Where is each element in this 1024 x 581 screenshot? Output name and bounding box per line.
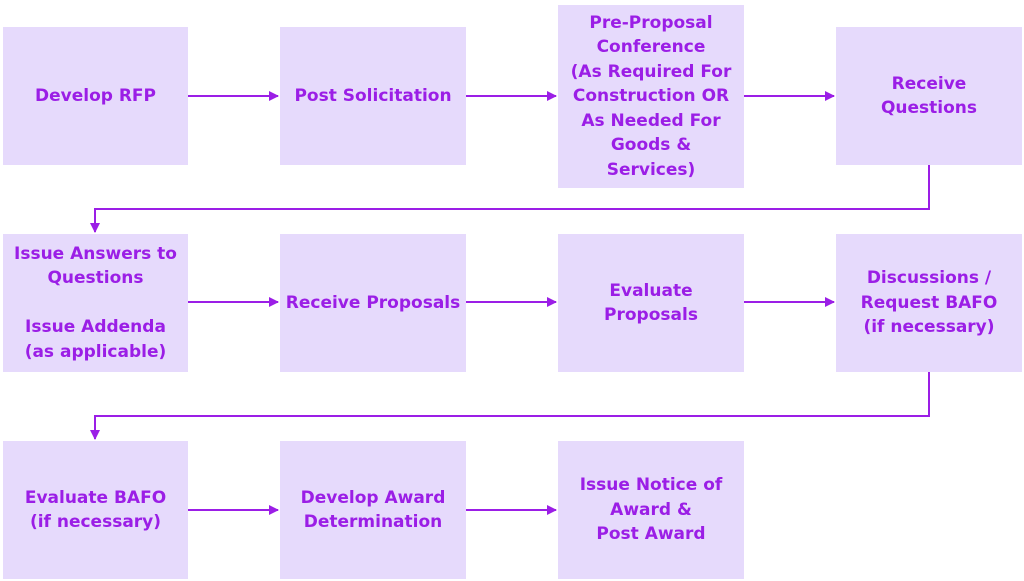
step-label: Evaluate BAFO (if necessary) [24,487,167,533]
step-label: Pre-Proposal Conference (As Required For… [570,12,732,180]
step-label: Post Solicitation [294,85,452,106]
step-evaluate-proposals: Evaluate Proposals [558,234,744,372]
step-label: Receive Proposals [285,292,461,313]
step-label: Evaluate Proposals [604,280,698,326]
step-label: Receive Questions [880,73,978,119]
step-label: Issue Notice of Award & Post Award [579,475,723,545]
step-label: Develop RFP [34,85,156,106]
step-label: Discussions / Request BAFO (if necessary… [860,268,998,338]
step-issue-answers: Issue Answers to Questions Issue Addenda… [3,234,188,372]
step-develop-award-determination: Develop Award Determination [280,441,466,579]
step-discussions-bafo: Discussions / Request BAFO (if necessary… [836,234,1022,372]
step-receive-proposals: Receive Proposals [280,234,466,372]
step-post-solicitation: Post Solicitation [280,27,466,165]
step-pre-proposal-conference: Pre-Proposal Conference (As Required For… [558,5,744,188]
step-develop-rfp: Develop RFP [3,27,188,165]
arrow-receive-questions-to-issue-answers [90,165,930,233]
step-label: Develop Award Determination [300,487,446,533]
step-label: Issue Answers to Questions Issue Addenda… [14,243,177,362]
step-issue-notice-of-award: Issue Notice of Award & Post Award [558,441,744,579]
arrow-discussions-bafo-to-evaluate-bafo [90,372,930,440]
step-evaluate-bafo: Evaluate BAFO (if necessary) [3,441,188,579]
step-receive-questions: Receive Questions [836,27,1022,165]
